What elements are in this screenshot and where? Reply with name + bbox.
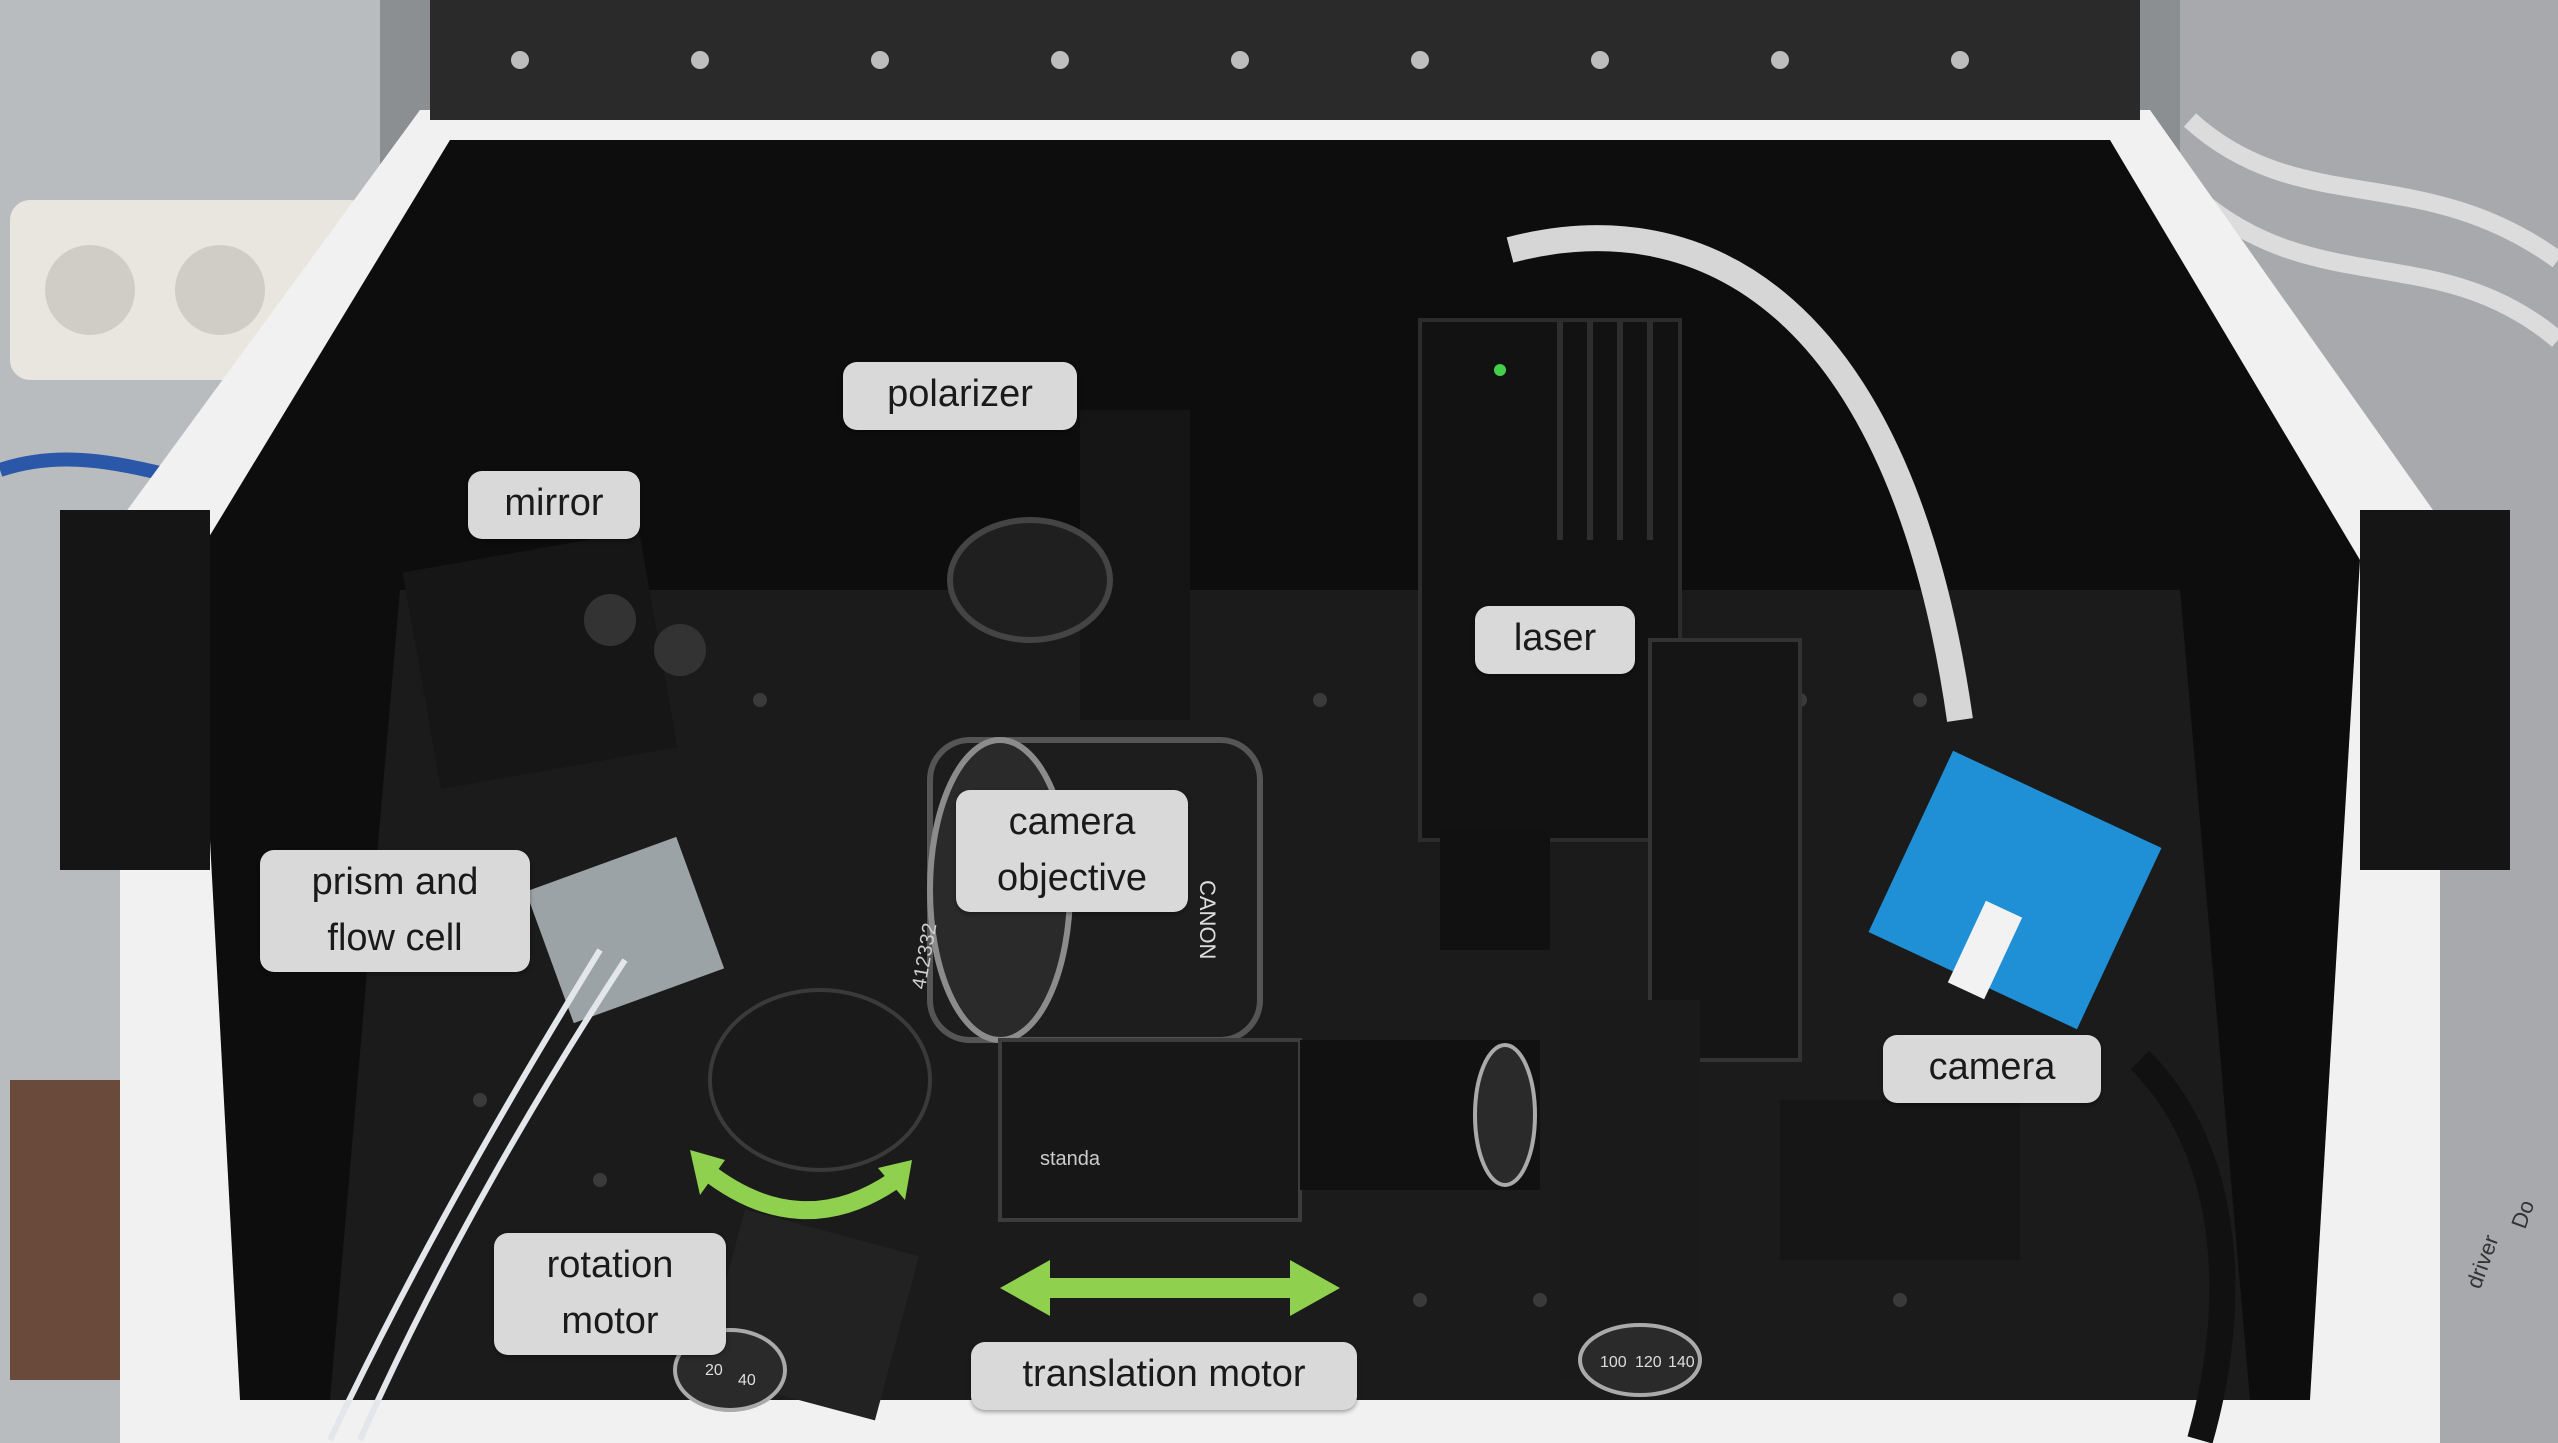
polarizer-lens [947,517,1113,643]
camera-objective-line2: objective [997,857,1147,899]
camera-body [1868,750,2162,1030]
dial-number: 20 [705,1362,723,1379]
rotation-motor-label: rotation motor [494,1233,726,1355]
grey-cable [2194,193,2558,347]
laser-mount [1440,830,1550,950]
camera-objective-label: camera objective [956,790,1188,912]
socket [45,245,135,335]
flow-tube [357,958,628,1442]
polarizer-label-text: polarizer [887,373,1033,415]
camera-stage [1780,1100,2020,1260]
vertical-stage [1560,1000,1700,1380]
translation-motor-label: translation motor [971,1342,1357,1410]
enclosure-lid [430,0,2140,120]
rotation-stage [708,988,932,1172]
prism-line2: flow cell [327,917,463,959]
laser-heatsink [1557,320,1653,540]
right-mount [1648,638,1802,1062]
camera-label: camera [1883,1035,2101,1103]
dial-number: 100 [1600,1354,1627,1371]
camera-label-text: camera [1928,1046,2056,1088]
dial-number: 40 [738,1372,756,1389]
camera-cable [2130,1050,2236,1443]
dial-number: 120 [1635,1354,1662,1371]
dial-number: 140 [1668,1354,1695,1371]
translation-stage [998,1038,1302,1222]
laser-housing [1418,318,1682,842]
rotation-line2: motor [561,1300,659,1342]
vertical-stage-dial [1578,1323,1702,1397]
lens-brand: CANON [1195,880,1220,959]
translation-motor-dial [1473,1043,1537,1187]
mirror-knob [584,594,636,646]
stage-brand: standa [1040,1148,1101,1170]
mirror-knob [654,624,706,676]
laser-cable [1506,225,1973,722]
flow-tube [327,948,603,1442]
rotation-arrow [690,1150,912,1220]
mirror-label-text: mirror [504,482,604,524]
laser-label: laser [1475,606,1635,674]
mirror-mount [402,530,678,790]
grey-cable [2183,113,2558,268]
camera-label-sticker [1947,900,2023,1000]
mirror-label: mirror [468,471,640,539]
translation-arrow [1000,1260,1340,1316]
rotation-line1: rotation [546,1244,674,1286]
prism-line1: prism and [311,861,479,903]
camera-objective-line1: camera [1008,801,1136,843]
right-handle [2360,510,2510,870]
polarizer-label: polarizer [843,362,1077,430]
laser-label-text: laser [1513,617,1597,659]
left-handle [60,510,210,870]
lid-screws [511,51,1969,69]
socket [175,245,265,335]
translation-label-text: translation motor [1022,1353,1306,1395]
laser-led [1494,364,1506,376]
prism-flow-cell-label: prism and flow cell [260,850,530,972]
prism-flow-cell [525,836,725,1024]
